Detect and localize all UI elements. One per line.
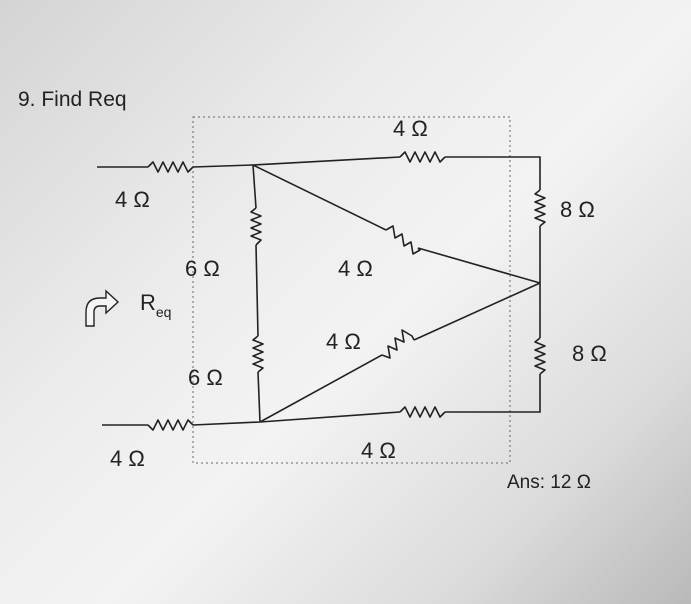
wire-diag-lower-a — [259, 354, 383, 423]
curved-arrow-icon — [85, 289, 120, 327]
req-label: Req — [140, 290, 171, 320]
label-diag-lower: 4 Ω — [326, 329, 361, 354]
wire-bottom-right — [445, 374, 541, 413]
req-label-subscript: eq — [156, 304, 172, 320]
label-left-top: 6 Ω — [185, 256, 220, 281]
wire-diag-upper-b — [417, 247, 541, 284]
label-top: 4 Ω — [393, 116, 428, 141]
wire-left-upper — [252, 164, 257, 209]
resistor-top — [399, 151, 446, 163]
resistor-input-bottom — [147, 419, 194, 431]
wire-top-right — [445, 156, 541, 190]
label-input-top: 4 Ω — [115, 187, 150, 212]
wire-left-middle — [255, 244, 259, 337]
label-bottom: 4 Ω — [361, 438, 396, 463]
label-left-bottom: 6 Ω — [188, 365, 223, 390]
label-diag-upper: 4 Ω — [338, 256, 373, 281]
label-input-bottom: 4 Ω — [110, 446, 145, 471]
label-right-top: 8 Ω — [560, 197, 595, 222]
wire-left-lower — [257, 371, 261, 423]
wire-diag-upper-a — [252, 164, 387, 231]
resistor-left-bottom — [252, 335, 264, 373]
resistor-right-top — [534, 189, 546, 227]
dashed-outline — [192, 116, 511, 464]
resistor-right-bottom — [534, 337, 546, 375]
resistor-input-top — [147, 161, 194, 173]
answer-text: Ans: 12 Ω — [507, 472, 591, 493]
label-right-bottom: 8 Ω — [572, 341, 607, 366]
resistor-diag-upper — [385, 225, 421, 255]
wire-diag-lower-b — [413, 282, 541, 341]
wire-top-left — [192, 156, 401, 168]
resistor-left-top — [250, 207, 262, 246]
problem-title: 9. Find Req — [18, 88, 127, 111]
req-label-base: R — [140, 290, 156, 315]
resistor-diag-lower — [381, 329, 415, 359]
wire-bottom-left — [192, 411, 401, 426]
resistor-bottom — [399, 406, 446, 418]
